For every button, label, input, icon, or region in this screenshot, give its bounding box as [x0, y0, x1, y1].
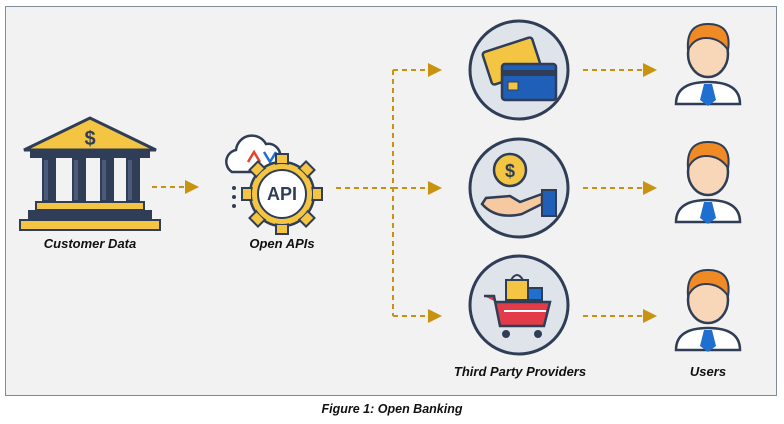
svg-text:$: $ — [84, 128, 95, 150]
credit-card-icon — [468, 19, 570, 121]
svg-text:$: $ — [505, 161, 515, 181]
users-label: Users — [689, 364, 727, 379]
open-apis-label: Open APIs — [249, 236, 315, 251]
user-icon — [674, 268, 742, 352]
connectors — [152, 63, 657, 323]
cloud-api-icon — [225, 134, 323, 235]
shopping-cart-icon — [468, 254, 570, 356]
money-hand-icon: $ — [468, 137, 570, 239]
bank-icon: $ — [19, 116, 161, 231]
customer-data-label: Customer Data — [43, 236, 137, 251]
third-party-providers-label: Third Party Providers — [453, 364, 587, 379]
user-icon — [674, 22, 742, 106]
figure-caption: Figure 1: Open Banking — [321, 402, 463, 416]
api-badge-text: API — [267, 184, 297, 204]
user-icon — [674, 140, 742, 224]
